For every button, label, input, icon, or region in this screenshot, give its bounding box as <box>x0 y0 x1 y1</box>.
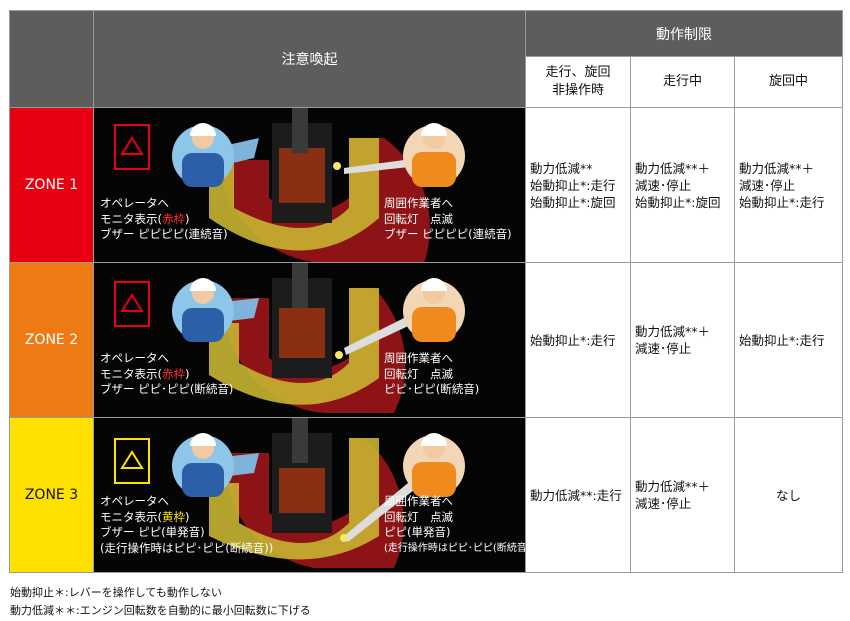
footnote-start-inhibit: 始動抑止＊:レバーを操作しても動作しない <box>10 586 222 599</box>
travel-restriction: 動力低減**＋ 減速･停止 <box>630 262 735 418</box>
footnote-power-reduction: 動力低減＊＊:エンジン回転数を自動的に最小回転数に下げる <box>10 604 311 617</box>
zone-illustration: オペレータへ モニタ表示(黄枠) ブザー ピピ(単発音) (走行操作時はピピ･ピ… <box>93 417 526 573</box>
caution-header: 注意喚起 <box>93 10 526 108</box>
zone-illustration: オペレータへ モニタ表示(赤枠) ブザー ピピピピ(連続音) 周囲作業者へ 回転… <box>93 107 526 263</box>
zone-label: ZONE 1 <box>9 107 94 263</box>
zone-row: ZONE 3 <box>9 417 843 573</box>
monitor-frame-icon <box>114 438 150 484</box>
swing-restriction: なし <box>734 417 843 573</box>
idle-restriction: 始動抑止*:走行 <box>525 262 631 418</box>
swing-column-header: 旋回中 <box>734 56 843 108</box>
excavator-scene <box>172 418 465 568</box>
idle-restriction: 動力低減**:走行 <box>525 417 631 573</box>
travel-restriction: 動力低減**＋ 減速･停止 始動抑止*:旋回 <box>630 107 735 263</box>
zone-illustration: オペレータへ モニタ表示(赤枠) ブザー ピピ･ピピ(断続音) 周囲作業者へ 回… <box>93 262 526 418</box>
travel-column-header: 走行中 <box>630 56 735 108</box>
warning-triangle-icon <box>120 450 144 469</box>
worker-notice: 周囲作業者へ 回転灯 点滅 ピピ･ピピ(断続音) <box>384 351 480 396</box>
idle-column-header: 走行、旋回 非操作時 <box>525 56 631 108</box>
worker-notice: 周囲作業者へ 回転灯 点滅 ブザー ピピピピ(連続音) <box>384 196 512 241</box>
motion-header: 動作制限 <box>525 10 843 57</box>
zone-row: ZONE 2 <box>9 262 843 418</box>
zone-label: ZONE 2 <box>9 262 94 418</box>
corner-header <box>9 10 94 108</box>
warning-triangle-icon <box>120 136 144 155</box>
zone-label: ZONE 3 <box>9 417 94 573</box>
monitor-frame-icon <box>114 281 150 327</box>
excavator-scene <box>172 108 465 262</box>
warning-triangle-icon <box>120 293 144 312</box>
swing-restriction: 始動抑止*:走行 <box>734 262 843 418</box>
swing-restriction: 動力低減**＋ 減速･停止 始動抑止*:走行 <box>734 107 843 263</box>
excavator-scene <box>172 263 465 413</box>
operator-notice: オペレータへ モニタ表示(赤枠) ブザー ピピピピ(連続音) <box>100 196 228 241</box>
operator-notice: オペレータへ モニタ表示(黄枠) ブザー ピピ(単発音) (走行操作時はピピ･ピ… <box>100 494 274 555</box>
monitor-frame-icon <box>114 124 150 170</box>
idle-restriction: 動力低減** 始動抑止*:走行 始動抑止*:旋回 <box>525 107 631 263</box>
worker-notice: 周囲作業者へ 回転灯 点滅 ピピ(単発音) (走行操作時はピピ･ピピ(断続音)) <box>384 494 526 554</box>
operator-notice: オペレータへ モニタ表示(赤枠) ブザー ピピ･ピピ(断続音) <box>100 351 234 396</box>
zone-row: ZONE 1 <box>9 107 843 263</box>
travel-restriction: 動力低減**＋ 減速･停止 <box>630 417 735 573</box>
zone-table: 注意喚起 動作制限 走行、旋回 非操作時 走行中 旋回中 ZONE 1 <box>9 10 843 573</box>
